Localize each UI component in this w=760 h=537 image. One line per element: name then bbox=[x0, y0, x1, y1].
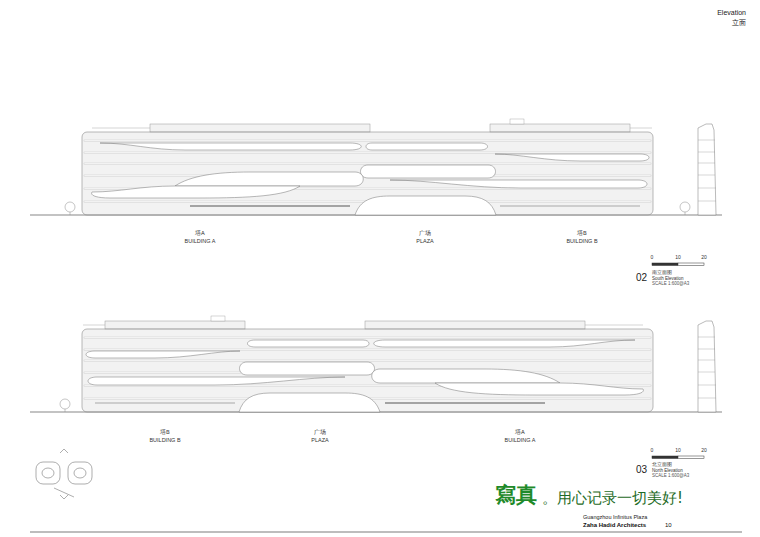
building-label: BUILDING A bbox=[185, 238, 216, 244]
drawing-title: North Elevation bbox=[652, 469, 683, 474]
plaza-label: 广场 bbox=[419, 230, 431, 236]
building-label: 塔A bbox=[195, 230, 205, 236]
watermark: 寫真 bbox=[495, 483, 537, 506]
building-label: BUILDING B bbox=[566, 238, 597, 244]
plaza-label: 广场 bbox=[314, 429, 326, 435]
drawing-title-cn: 南立面图 bbox=[652, 270, 672, 276]
scale-number: 20 bbox=[701, 448, 707, 454]
drawing-number: 03 bbox=[636, 464, 647, 475]
building-label: 塔B bbox=[577, 230, 587, 236]
drawing-title: South Elevation bbox=[652, 277, 684, 282]
building-label: 塔A bbox=[515, 429, 525, 435]
scale-number: 20 bbox=[701, 255, 707, 261]
scale-number: 0 bbox=[651, 255, 654, 261]
plaza-label: PLAZA bbox=[416, 238, 433, 244]
plaza-label: PLAZA bbox=[311, 437, 328, 443]
scale-note: SCALE 1:600@A3 bbox=[652, 282, 689, 287]
drawing-number: 02 bbox=[636, 272, 647, 283]
firm-name: Zaha Hadid Architects bbox=[583, 522, 646, 529]
scale-number: 10 bbox=[675, 255, 681, 261]
drawing-title-cn: 北立面图 bbox=[652, 462, 672, 468]
building-label: BUILDING B bbox=[149, 437, 180, 443]
page-number: 10 bbox=[665, 522, 672, 529]
building-label: BUILDING A bbox=[505, 437, 536, 443]
page-heading: Elevation bbox=[717, 9, 746, 17]
scale-note: SCALE 1:600@A3 bbox=[652, 474, 689, 479]
building-label: 塔B bbox=[160, 429, 170, 435]
heading-cn: 立面 bbox=[732, 20, 746, 28]
scale-number: 10 bbox=[675, 448, 681, 454]
watermark: 。用心记录一切美好! bbox=[542, 490, 683, 507]
project-name: Guangzhou Infinitus Plaza bbox=[583, 514, 647, 520]
scale-number: 0 bbox=[651, 448, 654, 454]
